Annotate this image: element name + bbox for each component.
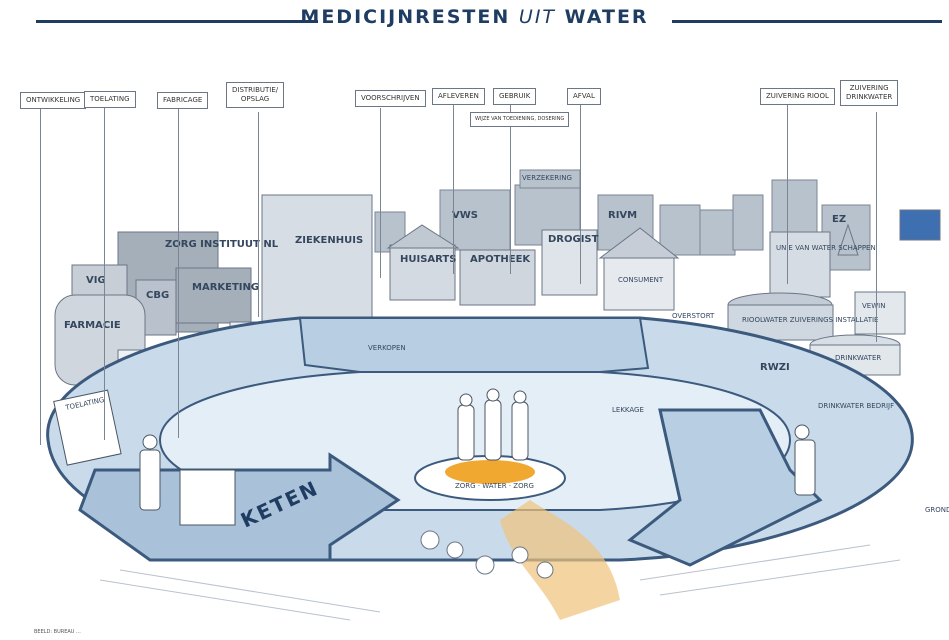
label-uvw: UNIE VAN WATER SCHAPPEN <box>776 244 876 252</box>
stage-afval: AFVAL <box>567 88 601 105</box>
pole-1 <box>40 105 41 445</box>
stage-voorschrijven: VOORSCHRIJVEN <box>355 90 426 107</box>
stage-fabricage: FABRICAGE <box>157 92 209 109</box>
credit-text: BEELD: BUREAU ... <box>34 629 81 635</box>
pole-4 <box>258 112 259 317</box>
title-rule-right <box>672 20 942 23</box>
pole-10 <box>876 112 877 342</box>
label-drogist: DROGIST <box>548 234 599 245</box>
label-vewin: VEWIN <box>862 302 885 310</box>
title-bar: MEDICIJNRESTEN UIT WATER <box>0 6 949 36</box>
label-farmacie: FARMACIE <box>64 320 121 331</box>
label-cbg: CBG <box>146 290 169 301</box>
pole-3 <box>178 108 179 438</box>
label-apotheek: APOTHEEK <box>470 254 531 265</box>
stage-ontwikkeling: ONTWIKKELING <box>20 92 87 109</box>
pole-6 <box>453 104 454 274</box>
label-drinkwater-tank: DRINKWATER <box>835 354 881 362</box>
label-ziekenhuis: ZIEKENHUIS <box>295 235 363 246</box>
label-platform-ring: ZORG · WATER · ZORG <box>455 482 534 490</box>
label-vws: VWS <box>452 210 478 221</box>
pole-7 <box>510 104 511 274</box>
stage-distributie: DISTRIBUTIE/ OPSLAG <box>226 82 285 108</box>
title-end: WATER <box>564 6 649 28</box>
label-grondwater: GROND <box>925 506 949 514</box>
label-huisarts: HUISARTS <box>400 254 456 265</box>
pole-5 <box>380 108 381 278</box>
label-verkopen: VERKOPEN <box>368 344 406 352</box>
label-overstort: OVERSTORT <box>672 312 715 320</box>
stage-zuivering-riool: ZUIVERING RIOOL <box>760 88 835 105</box>
label-consument: CONSUMENT <box>618 276 664 284</box>
pole-2 <box>104 105 105 440</box>
label-lekkage: LEKKAGE <box>612 406 644 414</box>
stage-afleveren: AFLEVEREN <box>432 88 485 105</box>
label-marketing: MARKETING <box>192 282 259 293</box>
middle-buildings <box>386 224 680 311</box>
page-title: MEDICIJNRESTEN UIT WATER <box>0 6 949 28</box>
stage-toelating: TOELATING <box>84 91 136 108</box>
platform <box>46 316 914 621</box>
title-italic: UIT <box>518 6 557 28</box>
pole-8 <box>580 104 581 284</box>
label-drinkwater: DRINKWATER BEDRIJF <box>818 402 894 410</box>
stage-gebruik: GEBRUIK <box>493 88 537 105</box>
label-verzekering: VERZEKERING <box>522 174 572 182</box>
label-rivm: RIVM <box>608 210 637 221</box>
pole-9 <box>787 104 788 284</box>
label-zorginstituut: ZORG INSTITUUT NL <box>165 239 279 250</box>
label-ez: EZ <box>832 214 846 225</box>
label-vig: VIG <box>86 275 106 286</box>
title-rule-left <box>36 20 318 23</box>
title-main: MEDICIJNRESTEN <box>300 6 511 28</box>
label-rioolwater: RIOOLWATER ZUIVERINGS INSTALLATIE <box>742 316 878 324</box>
label-rwzi: RWZI <box>760 362 790 373</box>
stage-zuivering-drinkwater: ZUIVERING DRINKWATER <box>840 80 899 106</box>
stage-note: WIJZE VAN TOEDIENING, DOSERING <box>470 112 570 127</box>
